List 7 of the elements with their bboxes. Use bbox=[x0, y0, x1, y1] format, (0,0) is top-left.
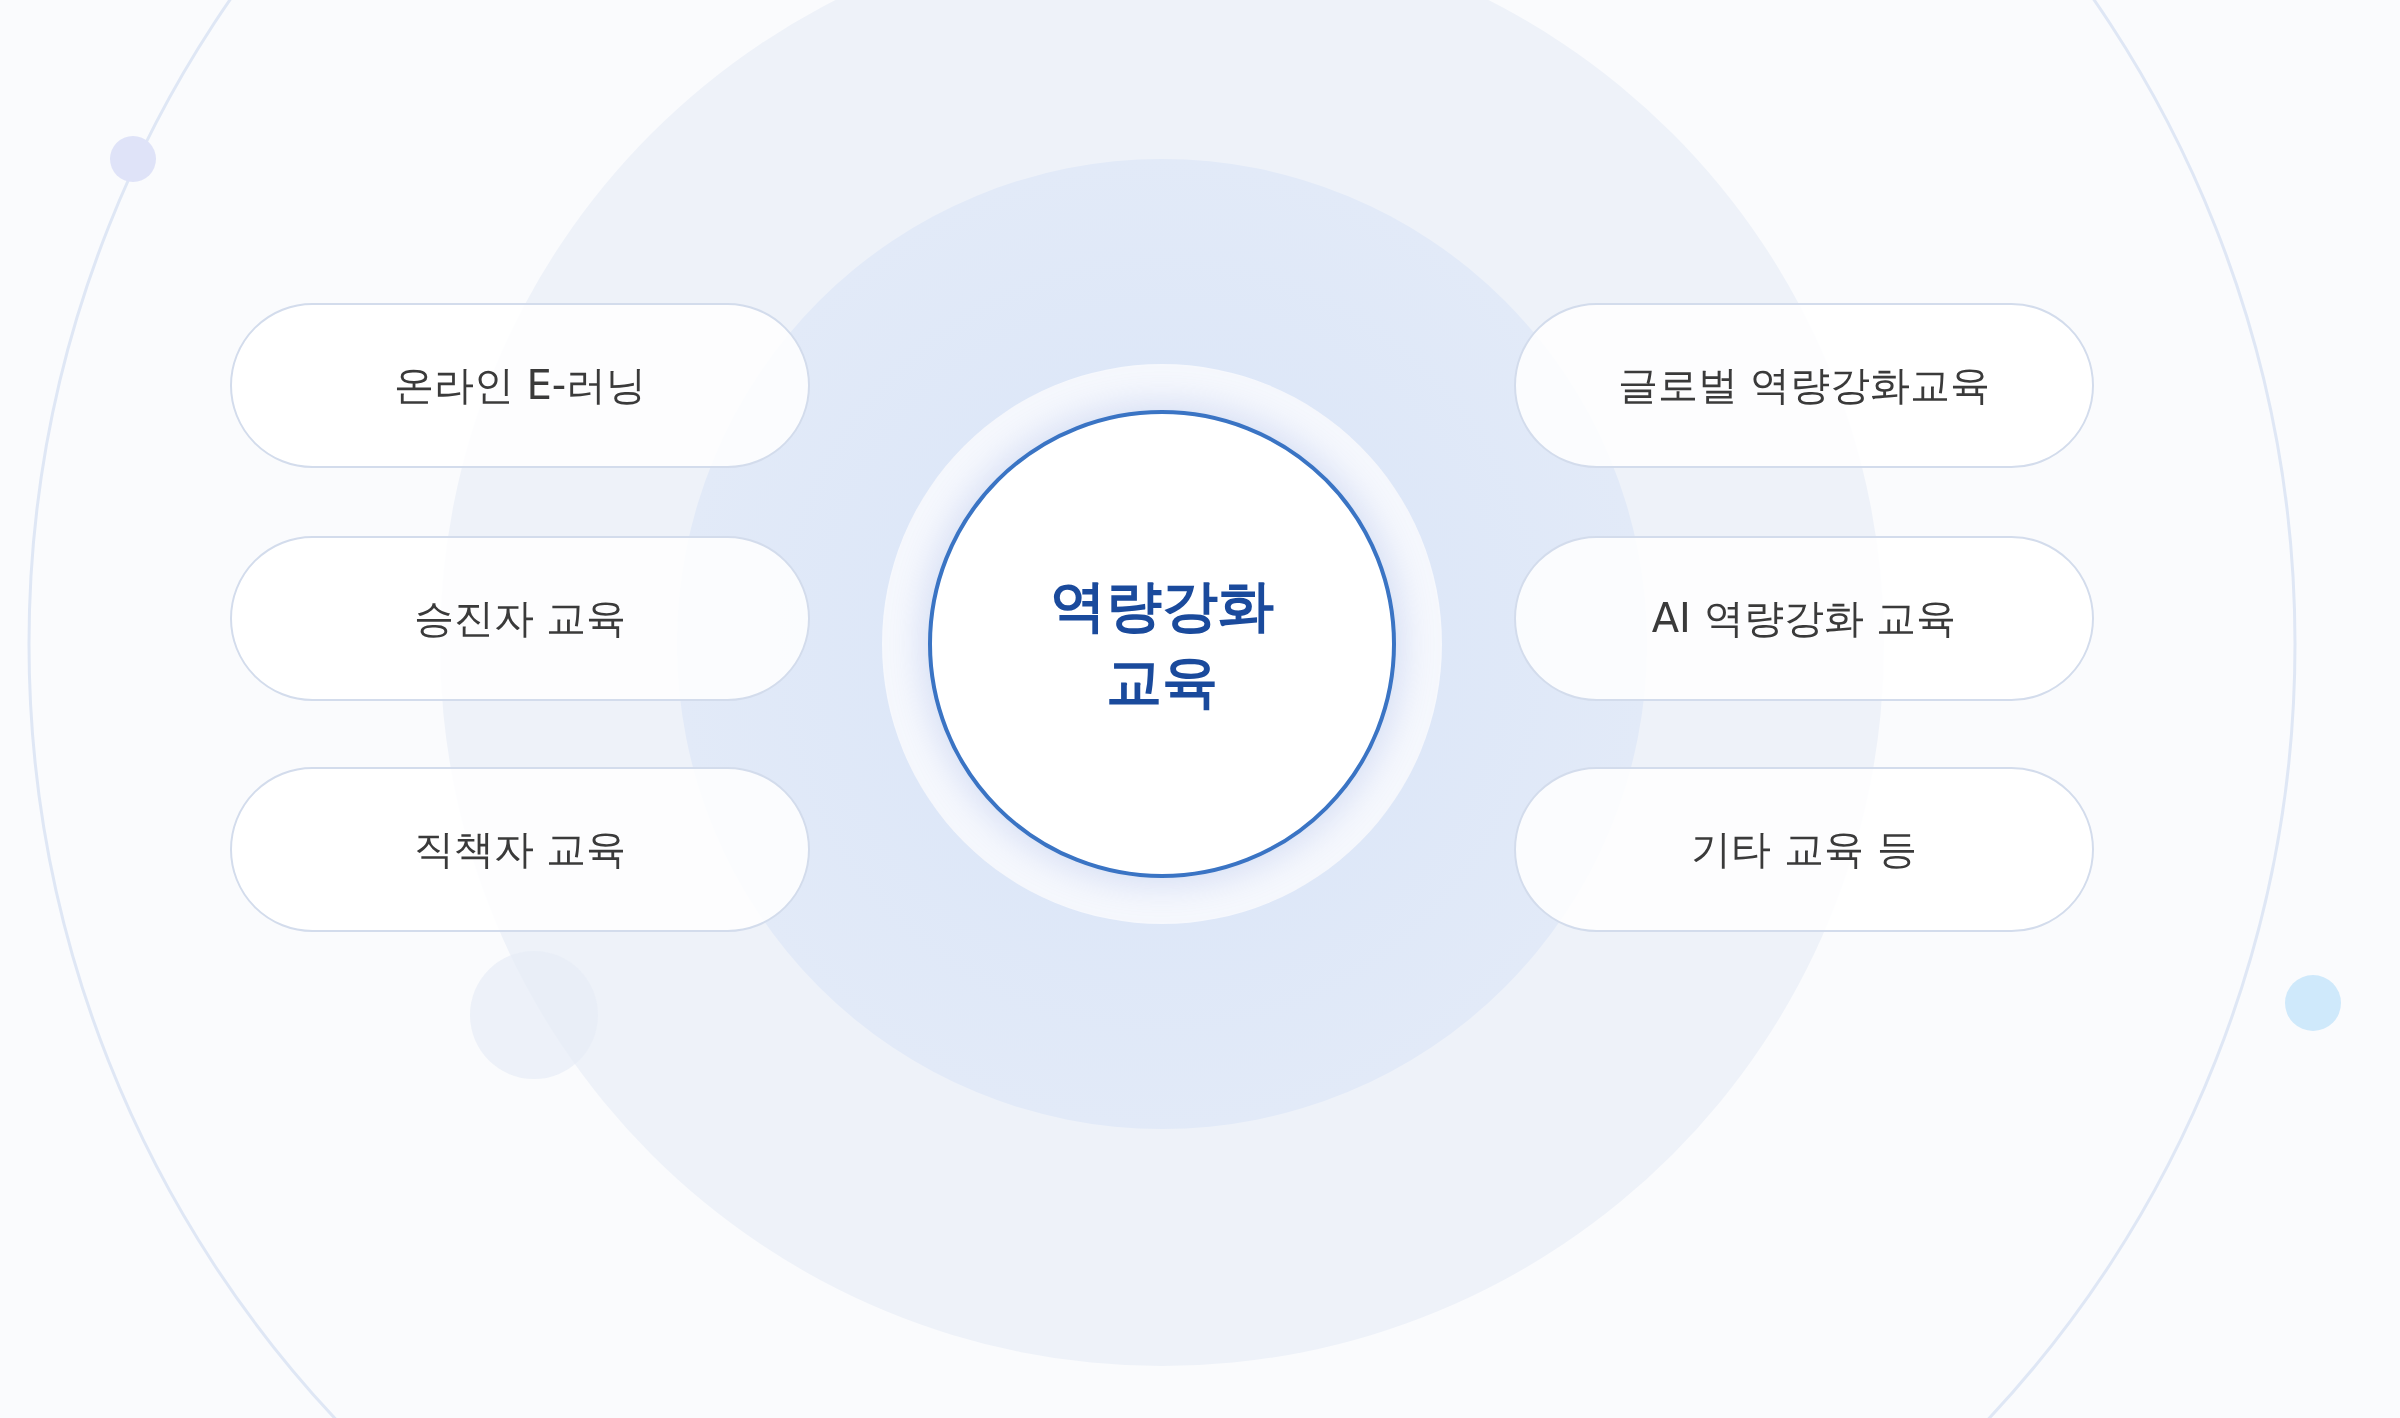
topic-label: AI 역량강화 교육 bbox=[1651, 594, 1957, 643]
topic-label: 기타 교육 등 bbox=[1691, 825, 1917, 874]
topic-label: 승진자 교육 bbox=[413, 594, 627, 643]
topic-label: 온라인 E-러닝 bbox=[393, 361, 647, 410]
center-title: 역량강화 교육 bbox=[1049, 572, 1275, 716]
topic-label: 글로벌 역량강화교육 bbox=[1617, 361, 1991, 410]
topic-label: 직책자 교육 bbox=[413, 825, 627, 874]
